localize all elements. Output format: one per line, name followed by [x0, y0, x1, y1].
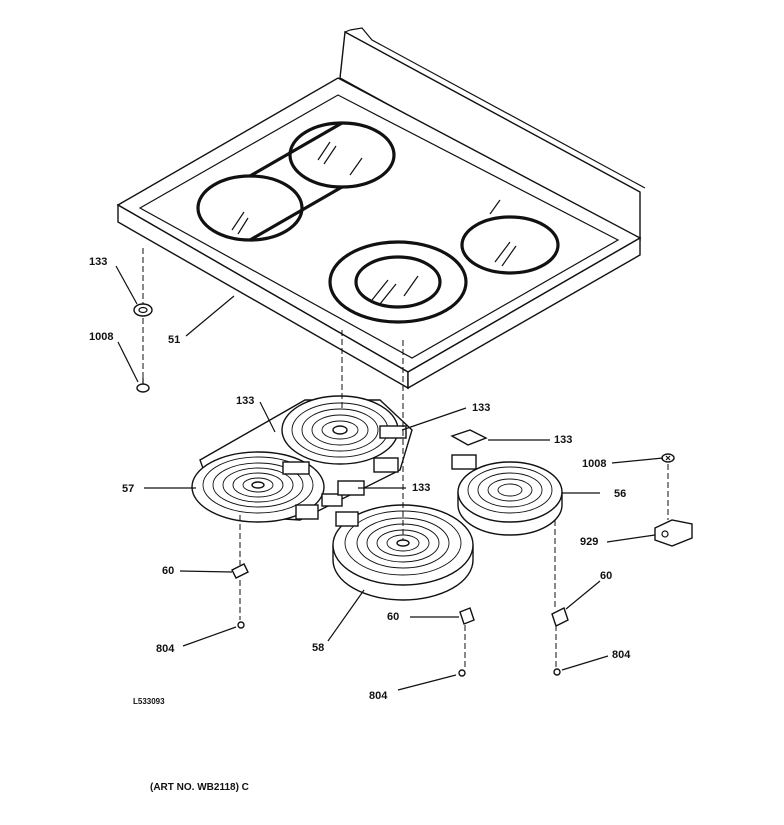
radiant-element-56 — [457, 461, 563, 536]
label-60: 60 — [600, 570, 612, 582]
label-51: 51 — [168, 334, 180, 346]
radiant-element-58 — [332, 504, 474, 601]
washer-133 — [133, 303, 153, 317]
leader-lines — [115, 265, 664, 691]
screw-804-center — [458, 669, 466, 677]
clip-60-right — [551, 607, 569, 627]
label-804: 804 — [156, 643, 175, 655]
label-56: 56 — [614, 488, 626, 500]
radiant-element-rear — [281, 395, 399, 465]
label-1008: 1008 — [89, 331, 113, 343]
bracket-929 — [654, 519, 693, 547]
label-60: 60 — [387, 611, 399, 623]
label-133: 133 — [236, 395, 254, 407]
label-1008: 1008 — [582, 458, 606, 470]
label-133: 133 — [472, 402, 490, 414]
label-133: 133 — [554, 434, 572, 446]
label-804: 804 — [369, 690, 388, 702]
terminal-blocks — [282, 425, 477, 527]
clip-60-left — [231, 563, 249, 579]
label-57: 57 — [122, 483, 134, 495]
screw-1008-right — [661, 453, 675, 463]
pad-133-loose — [450, 429, 488, 446]
label-133: 133 — [89, 256, 107, 268]
label-804: 804 — [612, 649, 631, 661]
clip-60-center — [459, 607, 475, 625]
label-60: 60 — [162, 565, 174, 577]
label-133: 133 — [412, 482, 430, 494]
screw-804-left — [237, 621, 245, 629]
cooktop-glass — [116, 27, 646, 390]
screw-1008-left — [136, 378, 150, 393]
screw-804-right — [553, 668, 561, 676]
art-number: (ART NO. WB2118) C — [150, 782, 249, 793]
figure-code: L533093 — [133, 697, 165, 706]
label-929: 929 — [580, 536, 598, 548]
label-58: 58 — [312, 642, 324, 654]
